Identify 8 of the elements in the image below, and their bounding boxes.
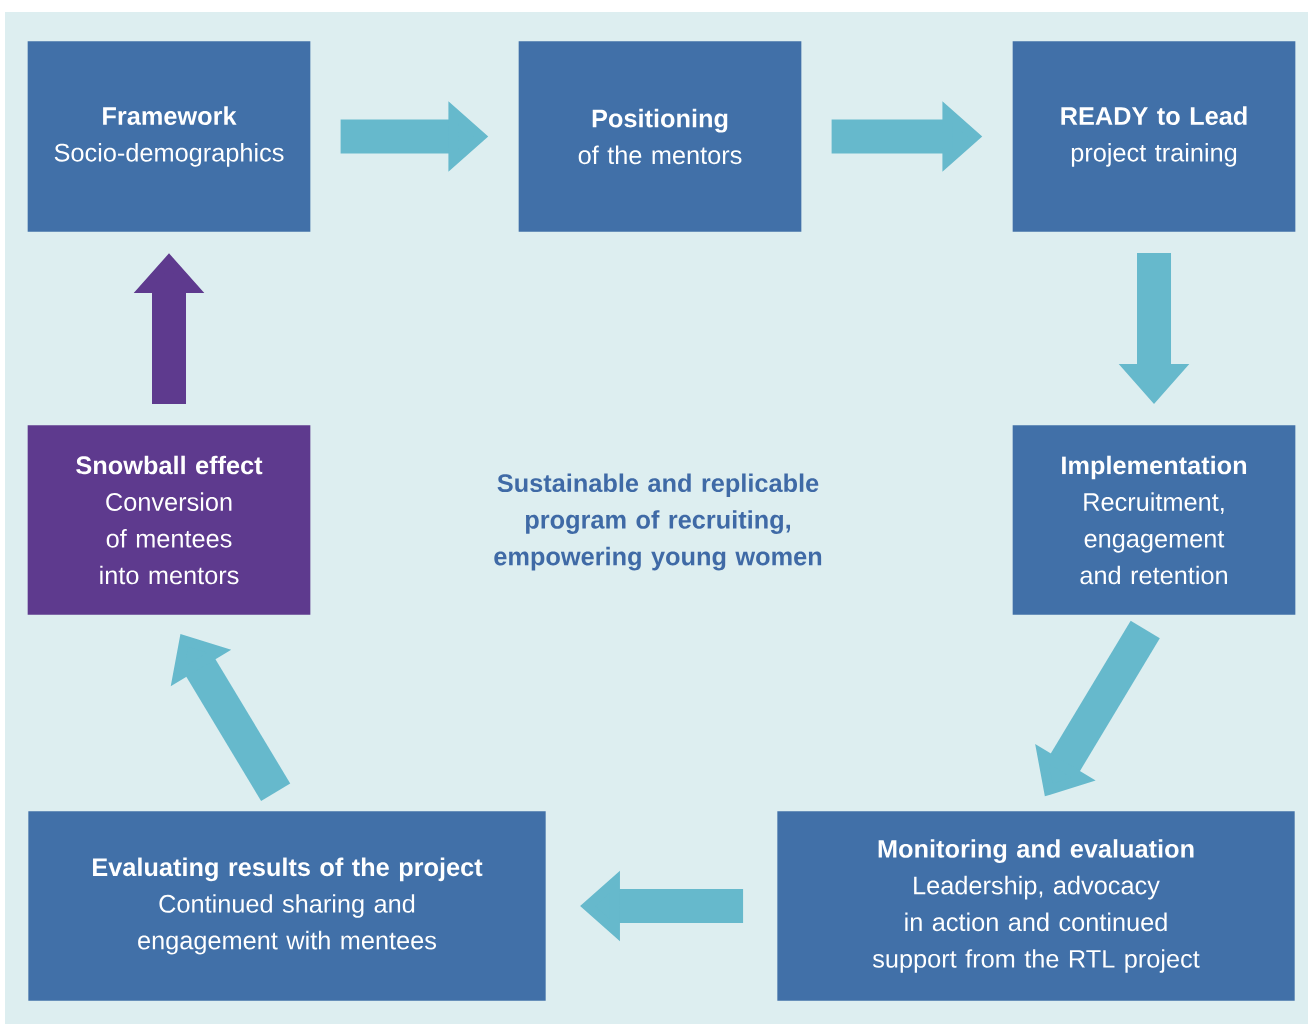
process-box: READY to Lead project training: [1012, 41, 1296, 232]
process-box: Monitoring and evaluation Leadership, advocacy in action and continued support from the RTL project: [777, 811, 1295, 1001]
process-box: Implementation Recruitment, engagement and retention: [1012, 425, 1296, 615]
process-box: Evaluating results of the project Continued sharing and engagement with mentees: [28, 811, 546, 1001]
center-text: Sustainable and replicable program of recruiting, empowering young women: [494, 473, 822, 571]
process-box: Framework Socio-demographics: [27, 41, 311, 232]
process-box: Snowball effect Conversion of mentees into mentors: [27, 425, 311, 615]
process-box: Positioning of the mentors: [518, 41, 802, 232]
